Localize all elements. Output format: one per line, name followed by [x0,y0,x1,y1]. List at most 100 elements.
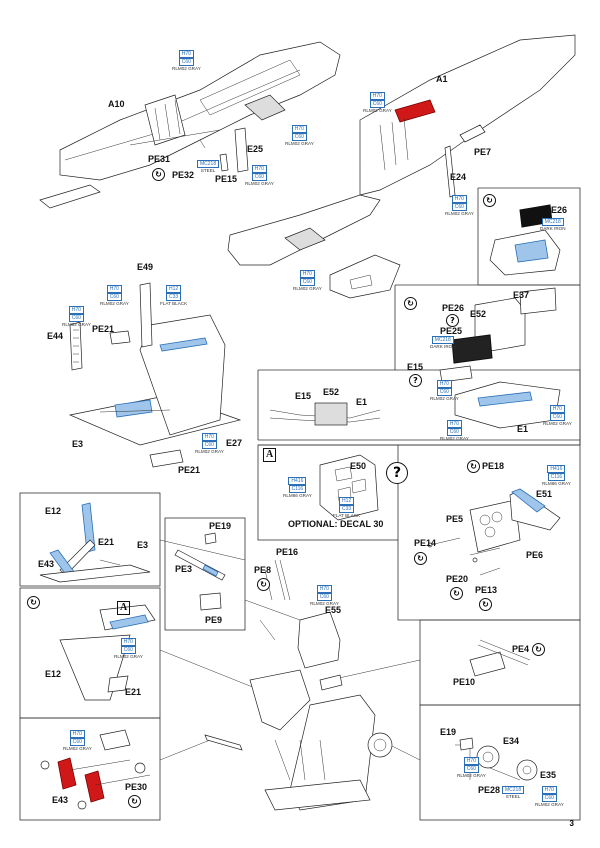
paint-callout: MC218 DARK IRON [540,218,566,231]
label-pe19: PE19 [209,521,232,531]
label-pe32: PE32 [172,170,195,180]
paint-callout: H70 C60 RLM02 GRAY [245,165,274,186]
optional-e50-drawing [319,454,379,521]
bend-icon: ↻ [532,643,545,656]
fuselage-left-drawing [39,41,341,209]
paint-callout: H416 C116 RLM66 GRAY [283,477,312,498]
label-e34: E34 [503,736,520,746]
label-e55: E55 [325,605,342,615]
label-pe7: PE7 [474,147,492,157]
paint-callout: H70 C60 RLM02 GRAY [172,50,201,71]
label-e21: E21 [125,687,142,697]
label-e3: E3 [72,439,84,449]
label-e15: E15 [295,391,312,401]
bend-icon: ↻ [404,297,417,310]
paint-callout: H70 C60 RLM02 GRAY [440,420,469,441]
paint-callout: MC218 STEEL [197,160,220,174]
label-pe26: PE26 [545,205,568,215]
bend-icon: ↻ [450,587,463,600]
bend-icon: ↻ [414,552,427,565]
red-panel-highlight [394,99,436,123]
label-pe20: PE20 [446,574,469,584]
info-icon: ? [446,314,459,327]
paint-callout: H70 C60 RLM02 GRAY [445,195,474,216]
label-pe3: PE3 [175,564,193,574]
paint-callout: H70 C60 RLM02 GRAY [62,306,91,327]
paint-callout: H12 C33 FLAT BLACK [333,497,361,518]
label-e50: E50 [350,461,367,471]
info-icon: ? [409,374,422,387]
info-icon: ? [386,462,408,484]
label-pe21: PE21 [178,465,201,475]
optional-decal-note: OPTIONAL: DECAL 30 [288,519,384,529]
label-pe30: PE30 [125,782,148,792]
label-pe28: PE28 [478,785,501,795]
paint-callout: H70 C60 RLM02 GRAY [293,270,322,291]
center-assembly-drawing [204,669,393,811]
label-e43: E43 [52,795,69,805]
label-e3: E3 [137,540,149,550]
e12-step-drawing [59,604,156,701]
label-pe8: PE8 [254,565,272,575]
label-e43: E43 [38,559,55,569]
step-letter-a: A [117,601,131,615]
paint-callout: H70 C60 RLM02 GRAY [430,380,459,401]
seat-base-drawing [68,282,242,468]
fuselage-right-drawing [227,34,576,299]
label-pe6: PE6 [526,550,544,560]
panel-right-drawing [427,488,561,576]
label-e51: E51 [536,489,553,499]
label-e52: E52 [470,309,487,319]
paint-callout: H70 C60 RLM02 GRAY [457,757,486,778]
paint-callout: H70 C60 RLM02 GRAY [63,730,92,751]
bend-icon: ↻ [483,194,496,207]
instrument-block-drawing [439,287,561,429]
paint-callout: H70 C60 RLM02 GRAY [195,433,224,454]
label-pe9: PE9 [205,615,223,625]
inset-e12-drawing [39,502,151,583]
bend-icon: ↻ [467,460,480,473]
label-e12: E12 [45,506,62,516]
paint-callout: MC218 DARK IRON [430,336,456,349]
label-a10: A10 [108,99,125,109]
label-e24: E24 [450,172,467,182]
paint-callout: H70 C60 RLM02 GRAY [114,638,143,659]
bend-icon: ↻ [479,598,492,611]
label-pe16: PE16 [276,547,299,557]
bend-icon: ↻ [27,596,40,609]
step-letter-a: A [263,448,277,462]
paint-callout: H70 C60 RLM02 GRAY [285,125,314,146]
label-e1: E1 [356,397,368,407]
label-pe26: PE26 [442,303,465,313]
paint-callout: H70 C60 RLM02 GRAY [363,92,392,113]
bend-icon: ↻ [128,795,141,808]
inset-e15-drawing [269,402,381,426]
rudder-pedals-drawing [40,729,151,810]
label-pe31: PE31 [148,154,171,164]
paint-callout: H70 C60 RLM02 GRAY [535,786,564,807]
label-pe15: PE15 [215,174,238,184]
label-e44: E44 [47,331,64,341]
label-e49: E49 [137,262,154,272]
pe4-step-drawing [469,639,531,677]
label-pe21: PE21 [92,324,115,334]
label-pe25: PE25 [440,326,463,336]
trim-wheel-drawing [455,737,538,781]
label-pe5: PE5 [446,514,464,524]
belts-drawing [174,532,341,669]
pe26-drawing [489,204,561,276]
paint-callout: H70 C60 RLM02 GRAY [543,405,572,426]
label-pe18: PE18 [482,461,505,471]
label-e25: E25 [247,144,264,154]
label-e52: E52 [323,387,340,397]
label-e12: E12 [45,669,62,679]
label-e21: E21 [98,537,115,547]
label-pe4: PE4 [512,644,530,654]
label-e37: E37 [513,290,530,300]
label-e1: E1 [517,424,529,434]
optional-box [257,444,399,541]
label-e15: E15 [407,362,424,372]
page-number: 3 [569,819,574,828]
label-pe10: PE10 [453,677,476,687]
